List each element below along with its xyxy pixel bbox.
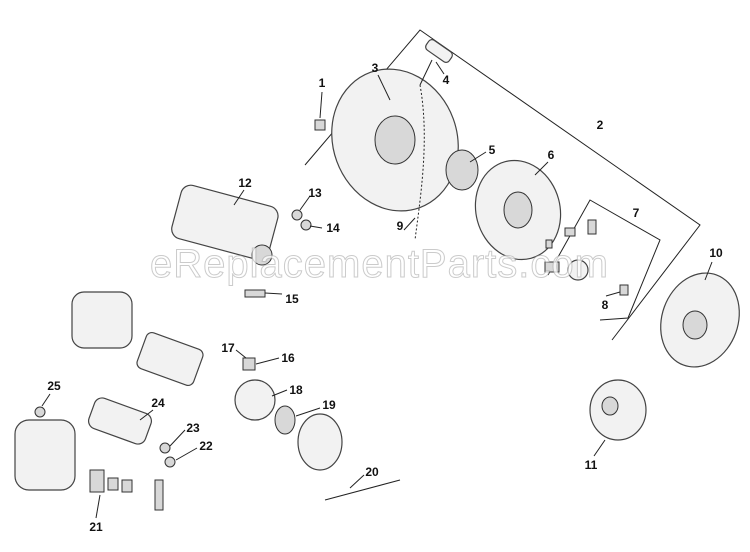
part-starter-frame: [71, 291, 133, 349]
callout-2[interactable]: 2: [596, 118, 604, 132]
part-washer-23: [159, 442, 171, 454]
callout-15[interactable]: 15: [285, 292, 299, 306]
part-armature: [136, 331, 204, 387]
callout-13[interactable]: 13: [308, 186, 322, 200]
callout-24[interactable]: 24: [151, 396, 165, 410]
part-flywheel-screen: [660, 272, 740, 368]
part-solenoid-24: [87, 397, 153, 445]
part-recoil-spring: [445, 149, 479, 191]
part-screw-8: [619, 284, 629, 296]
part-brush-holder-18: [234, 379, 276, 421]
callout-22[interactable]: 22: [199, 439, 213, 453]
callout-23[interactable]: 23: [186, 421, 200, 435]
callout-14[interactable]: 14: [326, 221, 340, 235]
part-drive-housing: [14, 419, 76, 491]
callout-17[interactable]: 17: [221, 341, 235, 355]
part-washer-14: [300, 219, 312, 231]
part-recoil-housing: [331, 68, 459, 212]
callout-10[interactable]: 10: [709, 246, 723, 260]
callout-18[interactable]: 18: [289, 383, 303, 397]
part-starter-motor: [171, 184, 279, 266]
part-drive-kit-21: [89, 469, 133, 493]
part-pawl-kit: [544, 219, 597, 281]
part-pulley: [474, 159, 562, 261]
callout-20[interactable]: 20: [365, 465, 379, 479]
callout-12[interactable]: 12: [238, 176, 252, 190]
callout-25[interactable]: 25: [47, 379, 61, 393]
part-nut-25: [34, 406, 46, 418]
callout-3[interactable]: 3: [371, 61, 379, 75]
callout-19[interactable]: 19: [322, 398, 336, 412]
part-shift-lever: [154, 479, 164, 511]
leader-lines: [41, 61, 713, 519]
callout-8[interactable]: 8: [601, 298, 609, 312]
part-bolt-1: [314, 119, 326, 131]
part-end-cap: [297, 413, 343, 471]
callout-9[interactable]: 9: [396, 219, 404, 233]
part-nut-13: [291, 209, 303, 221]
part-washer-19: [274, 405, 296, 435]
callout-6[interactable]: 6: [547, 148, 555, 162]
part-nut-22: [164, 456, 176, 468]
part-starter-handle: [419, 39, 453, 86]
callout-4[interactable]: 4: [442, 73, 450, 87]
assembly-bracket-7: [547, 199, 661, 321]
part-bolt-15: [244, 289, 266, 298]
part-starter-rope: [414, 84, 425, 241]
callout-1[interactable]: 1: [318, 76, 326, 90]
callout-5[interactable]: 5: [488, 143, 496, 157]
part-thru-bolt-20: [324, 479, 401, 501]
part-brush-16: [242, 357, 256, 371]
callout-7[interactable]: 7: [632, 206, 640, 220]
callout-11[interactable]: 11: [584, 458, 598, 472]
part-starter-cup: [589, 379, 647, 441]
callout-16[interactable]: 16: [281, 351, 295, 365]
callout-21[interactable]: 21: [89, 520, 103, 534]
watermark: eReplacementParts.com: [150, 242, 609, 286]
